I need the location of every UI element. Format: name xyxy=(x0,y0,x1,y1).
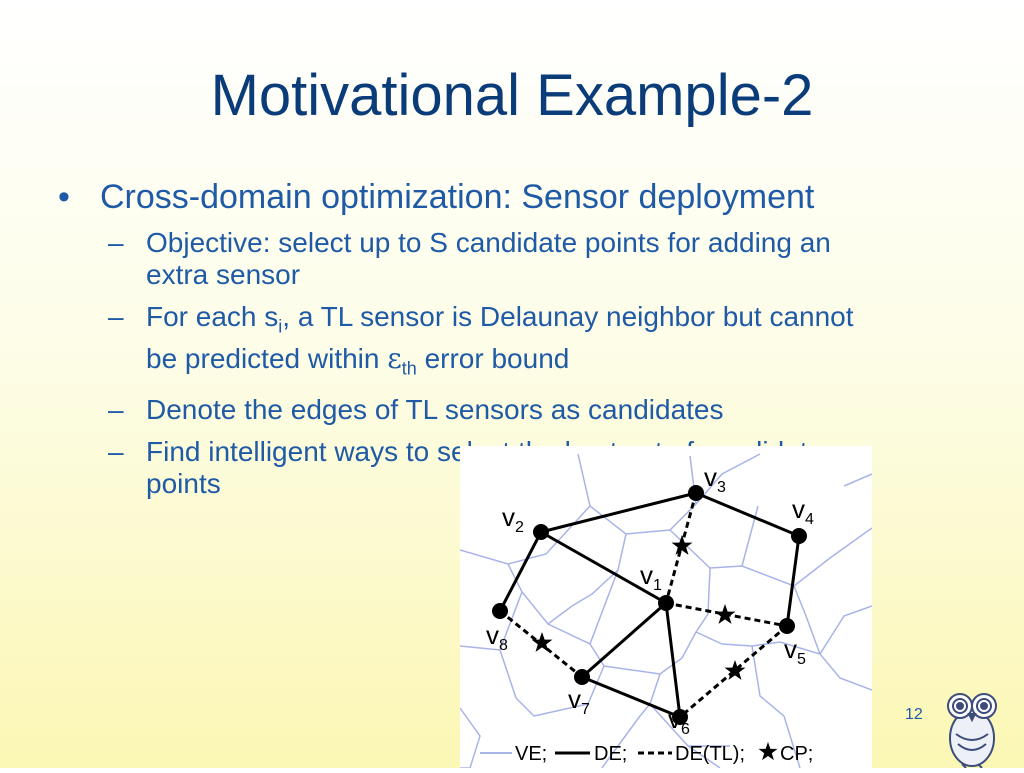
vertex-v2 xyxy=(533,524,549,540)
epsilon-symbol: ε xyxy=(387,341,402,375)
slide-title: Motivational Example-2 xyxy=(210,63,814,128)
sub-bullet-text: Denote the edges of TL sensors as candid… xyxy=(146,394,724,426)
subscript-th: th xyxy=(401,358,417,379)
delaunay-edges xyxy=(498,491,801,719)
sub-bullet-candidates: – Denote the edges of TL sensors as cand… xyxy=(108,394,886,426)
vertex-v7 xyxy=(574,669,590,685)
legend-cp-star-icon xyxy=(758,742,778,761)
bullet-dash: – xyxy=(108,394,124,426)
label-v3: v3 xyxy=(704,462,726,496)
subscript-i: i xyxy=(278,316,283,337)
label-v1: v1 xyxy=(640,560,662,594)
voronoi-edges xyxy=(459,453,873,769)
vertex-v1 xyxy=(658,595,674,611)
candidate-star-icon xyxy=(671,535,693,555)
slide-number: 12 xyxy=(905,706,923,723)
owl-logo-icon xyxy=(947,693,997,768)
sub-bullet-delaunay: – For each si, a TL sensor is Delaunay n… xyxy=(108,301,886,384)
vertex-v8 xyxy=(492,603,508,619)
sensor-diagram: v1 v2 v3 v4 v5 v6 v7 v8 VE; DE; DE(TL); … xyxy=(459,446,873,769)
sub-bullet-text: For each s xyxy=(146,301,279,332)
candidate-star-icon xyxy=(714,604,736,624)
legend-detl-label: DE(TL); xyxy=(675,743,745,765)
vertex-v5 xyxy=(779,618,795,634)
main-bullet: • Cross-domain optimization: Sensor depl… xyxy=(58,178,958,217)
vertex-dots xyxy=(492,485,807,725)
vertex-v3 xyxy=(688,485,704,501)
sub-bullet-text-end: error bound xyxy=(416,342,570,374)
bullet-dot: • xyxy=(58,178,70,216)
label-v7: v7 xyxy=(568,684,590,718)
label-v5: v5 xyxy=(784,634,806,668)
legend-ve-label: VE; xyxy=(515,743,547,765)
sub-bullet-text: Objective: select up to S candidate poin… xyxy=(146,227,831,290)
main-bullet-text: Cross-domain optimization: Sensor deploy… xyxy=(100,178,815,216)
vertex-labels: v1 v2 v3 v4 v5 v6 v7 v8 xyxy=(486,462,814,738)
label-v4: v4 xyxy=(792,494,814,528)
candidate-star-icon xyxy=(724,660,746,680)
label-v8: v8 xyxy=(486,620,508,654)
bullet-dash: – xyxy=(108,227,124,258)
diagram-legend: VE; DE; DE(TL); CP; xyxy=(480,742,813,765)
legend-de-label: DE; xyxy=(594,743,627,765)
bullet-dash: – xyxy=(108,436,124,468)
sensor-graph-svg: v1 v2 v3 v4 v5 v6 v7 v8 VE; DE; DE(TL); … xyxy=(459,453,873,769)
vertex-v6 xyxy=(672,709,688,725)
vertex-v4 xyxy=(791,528,807,544)
label-v2: v2 xyxy=(502,502,524,536)
bullet-dash: – xyxy=(108,301,124,332)
sub-bullet-objective: – Objective: select up to S candidate po… xyxy=(108,227,886,291)
sub-bullet-text-cont: , a TL sensor is Delaunay neighbor but c… xyxy=(146,301,854,374)
bullet-list: • Cross-domain optimization: Sensor depl… xyxy=(58,178,958,500)
legend-cp-label: CP; xyxy=(780,743,813,765)
label-v6: v6 xyxy=(668,704,690,738)
